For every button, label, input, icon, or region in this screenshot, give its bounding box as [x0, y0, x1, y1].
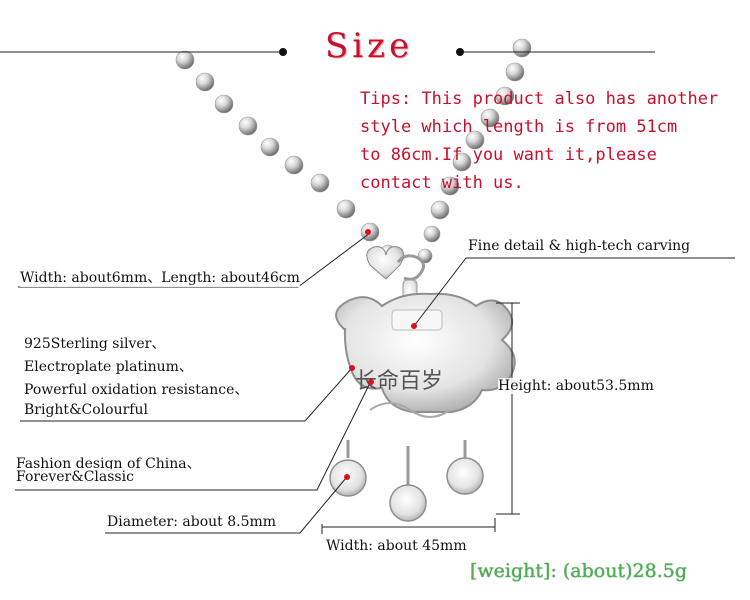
- callout-dots: [344, 229, 417, 480]
- fashion-label-2: Forever&Classic: [16, 469, 134, 485]
- title-divider: [0, 48, 655, 56]
- weight-label: [weight]: (about)28.5g: [470, 560, 687, 582]
- bells: [329, 440, 484, 522]
- callout-lines: [15, 232, 735, 534]
- chain-size-label: Width: about6mm、Length: about46cm: [20, 267, 300, 287]
- tips-text: Tips: This product also has another styl…: [360, 89, 719, 193]
- chain-right: [417, 38, 532, 264]
- material-label-2: Electroplate platinum、: [24, 356, 193, 376]
- heart-tag: [366, 246, 404, 280]
- page-title: Size: [325, 26, 414, 66]
- material-label-1: 925Sterling silver、: [24, 333, 166, 353]
- material-label-3: Powerful oxidation resistance、: [24, 379, 249, 399]
- fashion-label-1: Fashion design of China、: [16, 453, 201, 473]
- fine-detail-label: Fine detail & high-tech carving: [468, 238, 691, 254]
- pendant-width-label: Width: about 45mm: [326, 538, 467, 554]
- height-label: Height: about53.5mm: [498, 378, 654, 394]
- diameter-label: Diameter: about 8.5mm: [107, 514, 277, 530]
- chain-left: [175, 50, 396, 260]
- material-label-4: Bright&Colourful: [24, 402, 148, 418]
- lock-pendant: [335, 292, 516, 413]
